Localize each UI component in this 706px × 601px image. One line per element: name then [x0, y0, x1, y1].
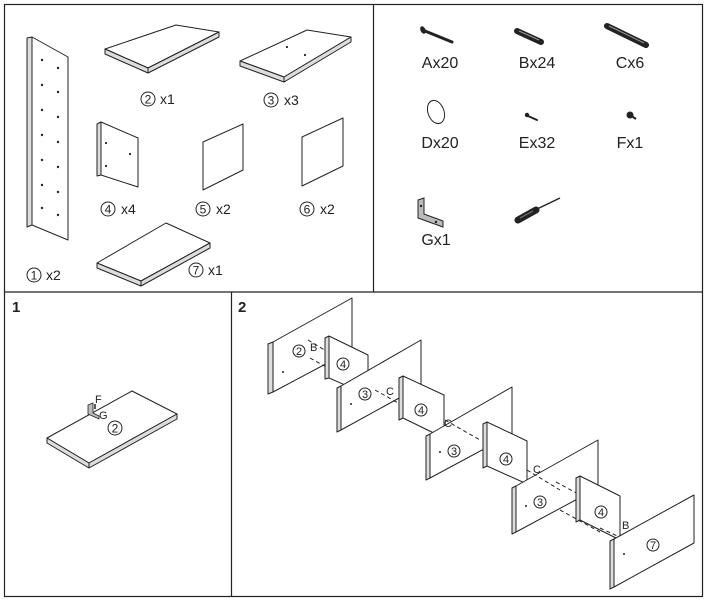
step-2-divider-4b: 4	[398, 375, 445, 439]
part-3-label: 3 x3	[263, 92, 299, 108]
step-2-number: 2	[238, 299, 246, 316]
svg-text:2: 2	[296, 346, 302, 358]
part-3-shelf-board	[239, 29, 352, 83]
screwdriver-icon	[514, 197, 561, 224]
svg-text:3: 3	[451, 446, 457, 458]
part-6-back-panel	[301, 117, 344, 187]
part-6-label: 6 x2	[299, 201, 335, 217]
hardware-d-label: Dx20	[421, 135, 458, 152]
part-5-number: 5	[200, 203, 207, 217]
part-4-number: 4	[105, 203, 112, 217]
step-2-callout-b-left: B	[310, 342, 317, 354]
step-1-screw-bracket-icon	[87, 402, 100, 420]
part-1-label: 1 x2	[26, 267, 61, 283]
hardware-a-label: Ax20	[422, 55, 459, 72]
step-2-callout-c-3: C	[533, 464, 541, 476]
step-1-top-board	[46, 390, 178, 469]
step-2-callout-c-2: C	[444, 418, 452, 430]
hardware-b-label: Bx24	[519, 55, 556, 72]
step-2-shelf-3a: 3	[336, 339, 422, 433]
step-1-callout-g: G	[99, 410, 108, 422]
svg-text:3: 3	[537, 497, 543, 509]
part-2-top-board	[104, 24, 220, 74]
part-2-label: 2 x1	[140, 91, 175, 107]
screw-e-icon	[524, 112, 538, 121]
part-1-number: 1	[31, 269, 38, 283]
dowel-b-icon	[514, 28, 544, 45]
part-5-back-panel	[202, 123, 244, 191]
step-1-panel-label: 2	[107, 420, 123, 436]
dowel-c-icon	[604, 23, 649, 48]
svg-text:3: 3	[362, 389, 368, 401]
svg-text:2: 2	[112, 422, 119, 436]
step-1-number: 1	[12, 299, 20, 316]
part-3-number: 3	[268, 94, 275, 108]
hardware-f-label: Fx1	[617, 135, 644, 152]
bracket-g-icon	[417, 197, 444, 228]
part-1-side-panel	[26, 36, 69, 241]
screw-a-icon	[420, 26, 454, 44]
step-2-assembly: 2 B 4 3 C 4	[267, 297, 695, 590]
part-5-label: 5 x2	[195, 201, 231, 217]
step-2-callout-b-right: B	[622, 520, 629, 532]
part-7-label: 7 x1	[188, 262, 223, 278]
step-2-panel-7: 7	[609, 494, 695, 590]
part-1-qty: x2	[46, 267, 61, 283]
part-6-qty: x2	[320, 201, 335, 217]
step-2-callout-c-1: C	[386, 386, 394, 398]
part-4-qty: x4	[121, 201, 136, 217]
part-6-number: 6	[304, 203, 311, 217]
hardware-c-label: Cx6	[616, 55, 645, 72]
step-2-divider-4c: 4	[482, 421, 528, 485]
part-4-divider	[96, 121, 139, 188]
svg-text:4: 4	[418, 405, 424, 417]
part-7-bottom-board	[96, 222, 211, 287]
part-7-qty: x1	[208, 262, 223, 278]
svg-text:7: 7	[650, 540, 656, 552]
part-3-qty: x3	[284, 92, 299, 108]
part-7-number: 7	[193, 264, 200, 278]
cap-d-icon	[426, 99, 446, 125]
screw-f-icon	[626, 111, 637, 120]
svg-text:4: 4	[340, 359, 346, 371]
section-borders	[3, 3, 704, 598]
part-2-number: 2	[145, 93, 152, 107]
step-1-callout-f: F	[95, 394, 102, 406]
hardware-e-label: Ex32	[519, 135, 556, 152]
hardware-g-label: Gx1	[421, 232, 450, 249]
part-4-label: 4 x4	[100, 201, 136, 217]
svg-text:4: 4	[598, 507, 604, 519]
svg-text:4: 4	[503, 454, 509, 466]
part-2-qty: x1	[160, 91, 175, 107]
part-5-qty: x2	[216, 201, 231, 217]
